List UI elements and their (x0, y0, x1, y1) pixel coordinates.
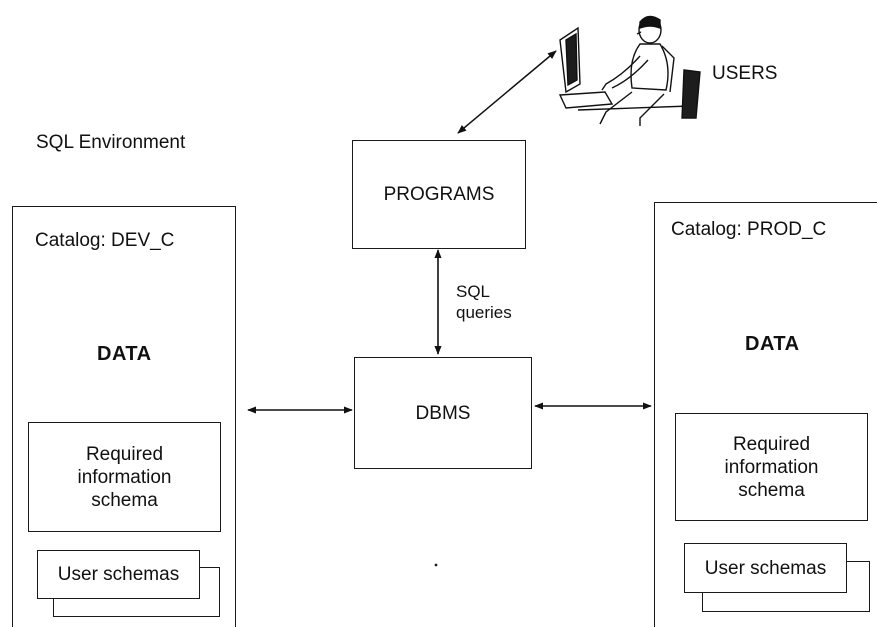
catalog-prod-panel: Catalog: PROD_C DATA Required informatio… (654, 202, 877, 627)
catalog-dev-title: Catalog: DEV_C (35, 230, 175, 251)
user-schemas-label: User schemas (704, 557, 827, 579)
catalog-dev-panel: Catalog: DEV_C DATA Required information… (12, 206, 236, 627)
catalog-prod-info-schema: Required information schema (675, 413, 868, 521)
sql-environment-label: SQL Environment (36, 132, 186, 153)
sql-queries-label: SQL queries (456, 281, 512, 323)
users-programs-arrow (457, 50, 557, 134)
catalog-dev-user-schemas: User schemas (37, 550, 200, 599)
catalog-prod-data-label: DATA (745, 333, 800, 355)
programs-box: PROGRAMS (352, 140, 526, 249)
info-schema-line3: schema (738, 479, 805, 501)
info-schema-line1: Required (85, 443, 164, 465)
info-schema-line1: Required (732, 433, 811, 455)
users-label: USERS (712, 63, 778, 84)
info-schema-line2: information (724, 456, 819, 478)
catalog-dev-data-label: DATA (97, 343, 152, 365)
programs-label: PROGRAMS (383, 184, 495, 205)
dbms-label: DBMS (415, 402, 471, 424)
user-schemas-label: User schemas (57, 564, 180, 585)
user-at-computer-icon (558, 15, 701, 126)
sql-queries-line2: queries (456, 303, 512, 322)
info-schema-line3: schema (91, 489, 158, 511)
info-schema-line2: information (77, 466, 172, 488)
catalog-prod-title: Catalog: PROD_C (671, 219, 827, 240)
sql-queries-line1: SQL (456, 282, 491, 301)
catalog-dev-info-schema: Required information schema (28, 422, 221, 532)
catalog-prod-user-schemas: User schemas (684, 543, 847, 593)
dbms-box: DBMS (354, 357, 532, 469)
